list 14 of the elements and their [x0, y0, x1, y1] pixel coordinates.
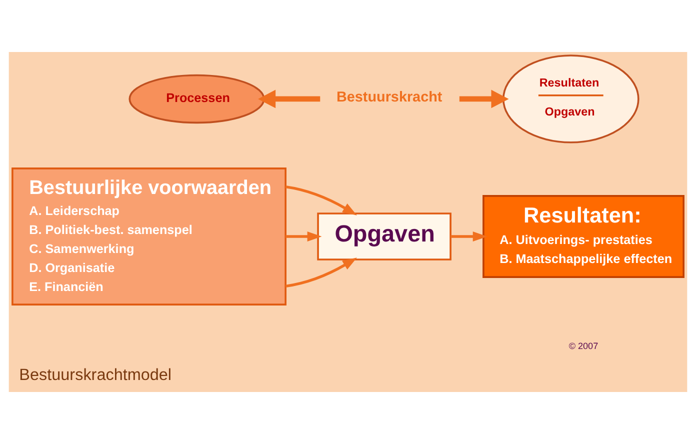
node-box: Opgaven [317, 212, 452, 260]
label: © 2007 [568, 340, 598, 351]
arrow [286, 230, 322, 242]
node-ellipse: Processen [128, 74, 265, 124]
caption: Bestuurskrachtmodel [19, 365, 172, 384]
arrow [258, 89, 320, 108]
arrow [450, 230, 488, 242]
arrow [459, 89, 509, 108]
node-box: Resultaten: A. Uitvoerings- prestaties B. Maatschappelijke effecten [482, 194, 684, 278]
node-ellipse: Resultaten Opgaven [502, 54, 640, 143]
arrow [286, 257, 357, 288]
node-box: Bestuurlijke voorwaarden A. Leiderschap B. Politiek-best. samenspel C. Samenwerking D. Organisatie E. Financiën [12, 167, 286, 305]
arrow [286, 184, 357, 215]
node-text: Bestuurskracht [336, 88, 442, 105]
